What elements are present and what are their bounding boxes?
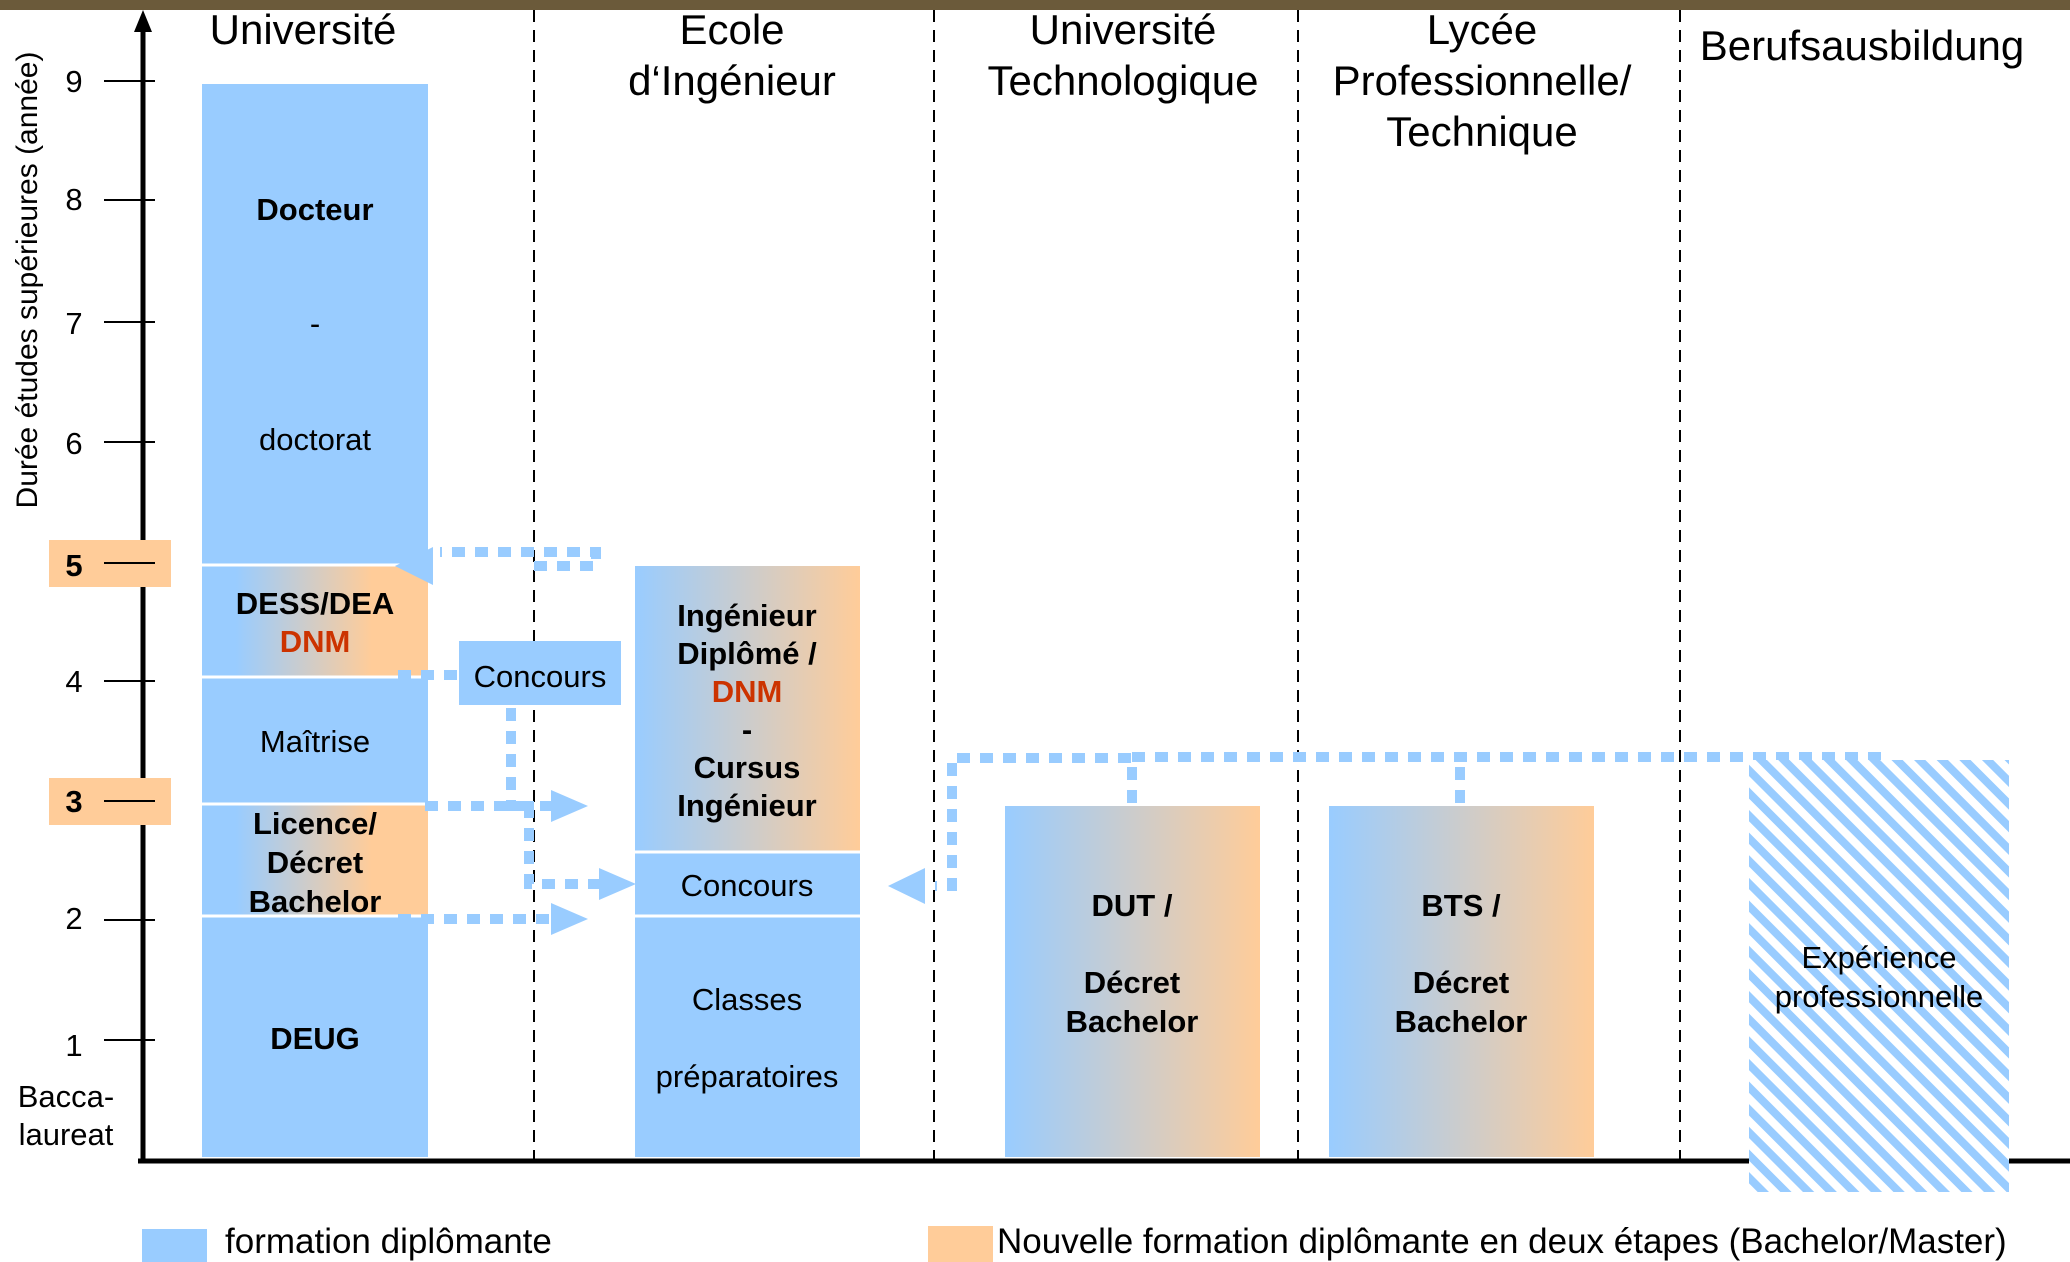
arrow-concours-down — [506, 708, 602, 889]
block-doctorat — [202, 84, 428, 565]
bts-line3: Bachelor — [1395, 1004, 1528, 1039]
ingenieur-line4: Ingénieur — [677, 788, 817, 823]
column-title-ut-line2: Technologique — [988, 57, 1259, 104]
tick-label: 7 — [65, 306, 82, 341]
y-axis-arrowhead — [134, 10, 152, 32]
dut-line2: Décret — [1084, 965, 1181, 1000]
block-dess-dea — [202, 566, 428, 677]
legend-swatch-blue — [142, 1229, 207, 1262]
block-classes-prepas — [635, 917, 860, 1157]
ingenieur-dnm: DNM — [712, 674, 783, 709]
column-title-lycee-line1: Lycée — [1427, 6, 1538, 53]
block-licence — [202, 805, 428, 916]
doctorat-line3: doctorat — [259, 422, 371, 457]
block-deug — [202, 917, 428, 1157]
prepas-line1: Classes — [692, 982, 802, 1017]
baseline-label-line2: laureat — [19, 1117, 114, 1152]
arrowhead — [888, 868, 925, 904]
legend-label-blue: formation diplômante — [225, 1222, 552, 1261]
tick-label: 4 — [65, 664, 82, 699]
block-maitrise — [202, 678, 428, 804]
block-concours-univ — [459, 641, 621, 705]
baseline-label-line1: Bacca- — [18, 1079, 114, 1114]
arrowhead — [599, 868, 636, 900]
doctorat-line2: - — [310, 306, 320, 341]
top-border-strip — [0, 0, 2070, 10]
column-title-ecole-line2: d‘Ingénieur — [628, 57, 836, 104]
deug-label: DEUG — [270, 1021, 360, 1056]
column-title-beruf: Berufsausbildung — [1700, 22, 2025, 69]
dut-line3: Bachelor — [1066, 1004, 1199, 1039]
column-title-lycee-line2: Professionnelle/ — [1333, 57, 1632, 104]
arrowhead — [551, 790, 588, 822]
tick-label: 5 — [65, 548, 82, 583]
experience-line2: professionnelle — [1775, 979, 1984, 1014]
licence-line2: Décret — [267, 845, 364, 880]
licence-line3: Bachelor — [249, 884, 382, 919]
tick-label: 8 — [65, 182, 82, 217]
licence-line1: Licence/ — [253, 806, 377, 841]
dut-line1: DUT / — [1092, 888, 1173, 923]
tick-label: 6 — [65, 426, 82, 461]
maitrise-label: Maîtrise — [260, 724, 370, 759]
arrow-ecole-to-dess — [440, 547, 601, 571]
ingenieur-line2: Diplômé / — [677, 636, 817, 671]
y-axis-ticks — [104, 80, 155, 1041]
experience-line1: Expérience — [1801, 940, 1956, 975]
arrowhead — [551, 903, 588, 935]
column-title-ecole-line1: Ecole — [679, 6, 784, 53]
arrowhead — [395, 547, 433, 585]
dess-line1: DESS/DEA — [236, 586, 394, 621]
bts-line1: BTS / — [1421, 888, 1501, 923]
ingenieur-line3: Cursus — [694, 750, 801, 785]
legend-label-orange: Nouvelle formation diplômante en deux ét… — [997, 1222, 2007, 1261]
prepas-line2: préparatoires — [656, 1059, 839, 1094]
block-bts — [1329, 806, 1594, 1157]
arrow-tech-to-ecole-concours — [935, 753, 1137, 891]
ecole-concours-label: Concours — [681, 868, 814, 903]
block-ecole-concours — [635, 853, 860, 916]
bts-line2: Décret — [1413, 965, 1510, 1000]
block-ingenieur-diplome — [635, 566, 860, 852]
block-experience — [1749, 760, 2009, 1192]
ingenieur-dash: - — [742, 712, 752, 747]
tick-label: 2 — [65, 901, 82, 936]
concours-univ-label: Concours — [474, 659, 607, 694]
column-title-universite: Université — [210, 6, 397, 53]
y-axis-title: Durée études supérieures (année) — [11, 52, 44, 509]
tick-label: 9 — [65, 64, 82, 99]
dess-dnm: DNM — [280, 624, 351, 659]
ingenieur-line1: Ingénieur — [677, 598, 817, 633]
legend-swatch-orange — [928, 1226, 993, 1262]
column-title-lycee-line3: Technique — [1386, 108, 1577, 155]
column-title-ut-line1: Université — [1030, 6, 1217, 53]
tick-label: 3 — [65, 784, 82, 819]
doctorat-line1: Docteur — [256, 192, 373, 227]
block-dut — [1005, 806, 1260, 1157]
tick-label: 1 — [65, 1028, 82, 1063]
